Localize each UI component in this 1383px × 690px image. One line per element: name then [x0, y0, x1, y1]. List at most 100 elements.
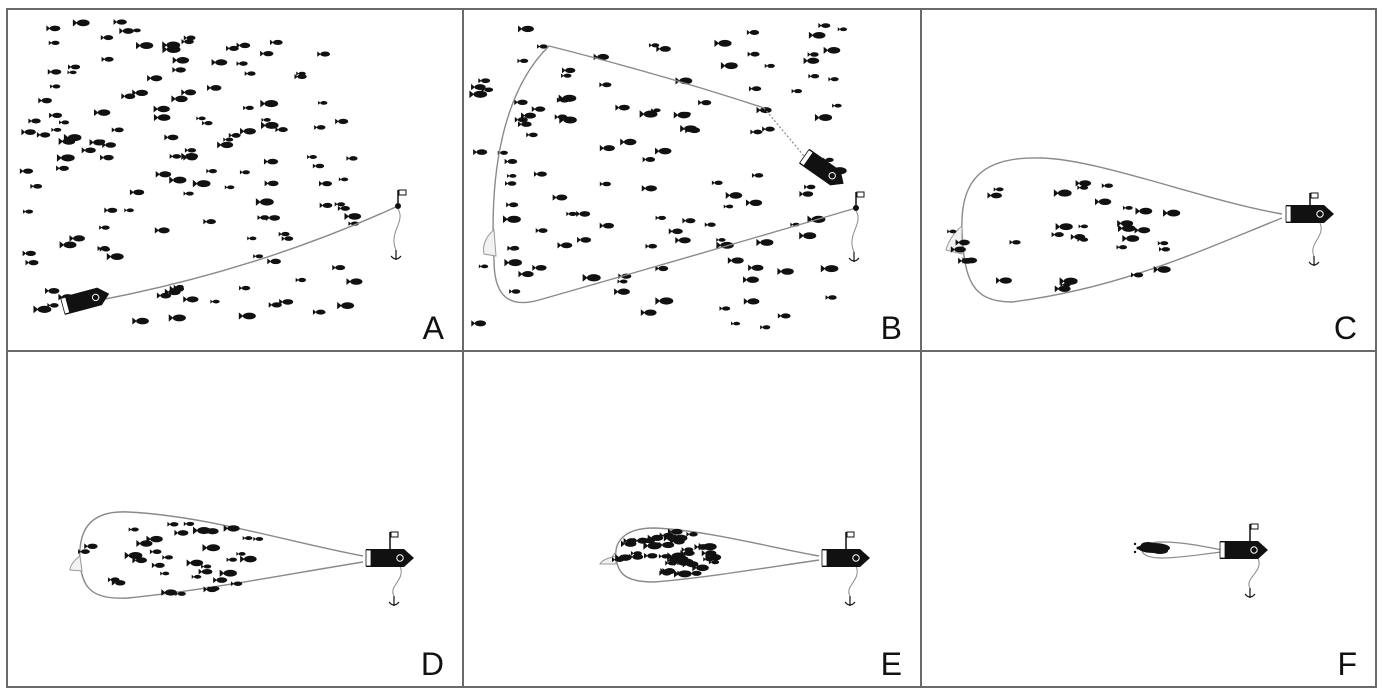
fish-icon	[239, 170, 250, 175]
fish-icon	[469, 90, 488, 99]
fish-icon	[106, 252, 124, 261]
fish-icon	[642, 156, 656, 163]
fish-icon	[645, 243, 658, 249]
fish-icon	[95, 139, 106, 144]
fish-icon	[238, 312, 256, 320]
fish-icon	[561, 67, 576, 74]
fish-icon	[505, 181, 517, 186]
fish-icon	[576, 210, 591, 217]
fish-icon	[630, 551, 642, 556]
boat-icon	[821, 549, 870, 567]
fish-icon	[471, 320, 487, 327]
fish-icon	[509, 289, 521, 294]
fish-icon	[183, 154, 198, 161]
fish-icon	[67, 70, 77, 75]
fish-icon	[202, 120, 213, 126]
fish-icon	[255, 198, 274, 206]
fish-icon	[210, 299, 220, 304]
fish-icon	[154, 227, 170, 234]
fish-icon	[643, 541, 662, 550]
fish-icon	[186, 559, 204, 567]
fish-icon	[56, 154, 75, 162]
fish-icon	[160, 571, 170, 576]
anchor-icon	[1308, 256, 1320, 266]
fish-icon	[640, 309, 657, 316]
fish-icon	[295, 277, 307, 283]
fish-icon	[644, 552, 658, 559]
fish-icon	[825, 295, 837, 300]
fish-icon	[748, 86, 762, 92]
fish-icon	[111, 579, 126, 586]
fish-icon	[156, 292, 172, 299]
fish-icon	[173, 284, 184, 290]
fish-icon	[514, 99, 528, 106]
fish-icon	[45, 287, 60, 295]
fish-icon	[582, 273, 601, 282]
fish-icon	[22, 250, 36, 257]
panel-b: B	[462, 8, 922, 352]
fish-icon	[348, 221, 359, 226]
fish-icon	[72, 19, 90, 27]
fish-icon	[198, 568, 213, 575]
fish-icon	[680, 550, 695, 557]
fish-icon	[223, 137, 234, 142]
fish-icon	[337, 205, 350, 212]
fish-icon	[751, 172, 764, 178]
fish-icon	[119, 27, 134, 35]
fish-icon	[1135, 207, 1153, 215]
fish-icon	[269, 39, 283, 46]
buoy	[1244, 523, 1260, 598]
fish-icon	[698, 99, 712, 106]
fish-icon	[113, 19, 127, 25]
fish-icon	[94, 109, 111, 117]
fish-icon	[121, 93, 136, 100]
fish-icon	[1122, 234, 1140, 243]
fish-icon	[1130, 272, 1144, 278]
fish-icon	[1095, 198, 1112, 206]
fish-school	[19, 19, 363, 325]
fish-icon	[791, 88, 802, 94]
fish-icon	[335, 118, 349, 125]
fish-icon	[614, 288, 630, 296]
panel-label: D	[420, 646, 444, 682]
fish-icon	[169, 153, 182, 159]
fish-icon	[615, 104, 630, 111]
panel-c: C	[920, 8, 1377, 352]
panel-d: D	[6, 350, 464, 688]
fish-icon	[183, 35, 196, 41]
fish-icon	[99, 225, 110, 230]
fish-icon	[1078, 224, 1088, 229]
fish-icon	[808, 31, 826, 39]
fish-icon	[1117, 219, 1134, 227]
fish-icon	[174, 529, 189, 536]
boat-icon	[799, 148, 844, 186]
fish-icon	[727, 257, 744, 264]
fish-icon	[268, 302, 282, 308]
anchor-icon	[388, 596, 400, 606]
fish-icon	[682, 217, 696, 224]
fish-icon	[814, 113, 833, 122]
fish-icon	[481, 87, 494, 93]
fish-icon	[777, 313, 791, 319]
fish-icon	[521, 112, 536, 119]
fish-icon	[223, 524, 240, 532]
fish-icon	[958, 257, 973, 265]
fish-icon	[30, 183, 43, 189]
fish-icon	[247, 236, 257, 241]
fish-icon	[242, 536, 253, 541]
fish-icon	[346, 155, 358, 161]
fish-icon	[719, 306, 731, 311]
fish-icon	[807, 52, 819, 57]
fish-icon	[136, 540, 153, 547]
fish-icon	[63, 133, 82, 142]
fish-icon	[28, 118, 41, 124]
fish-icon	[639, 110, 658, 118]
fish-icon	[552, 194, 568, 201]
fish-icon	[1053, 189, 1072, 197]
fish-icon	[748, 264, 764, 272]
fish-icon	[655, 297, 674, 305]
fish-icon	[100, 154, 114, 161]
fish-icon	[257, 215, 270, 221]
fish-icon	[236, 42, 251, 49]
fish-icon	[202, 544, 221, 552]
